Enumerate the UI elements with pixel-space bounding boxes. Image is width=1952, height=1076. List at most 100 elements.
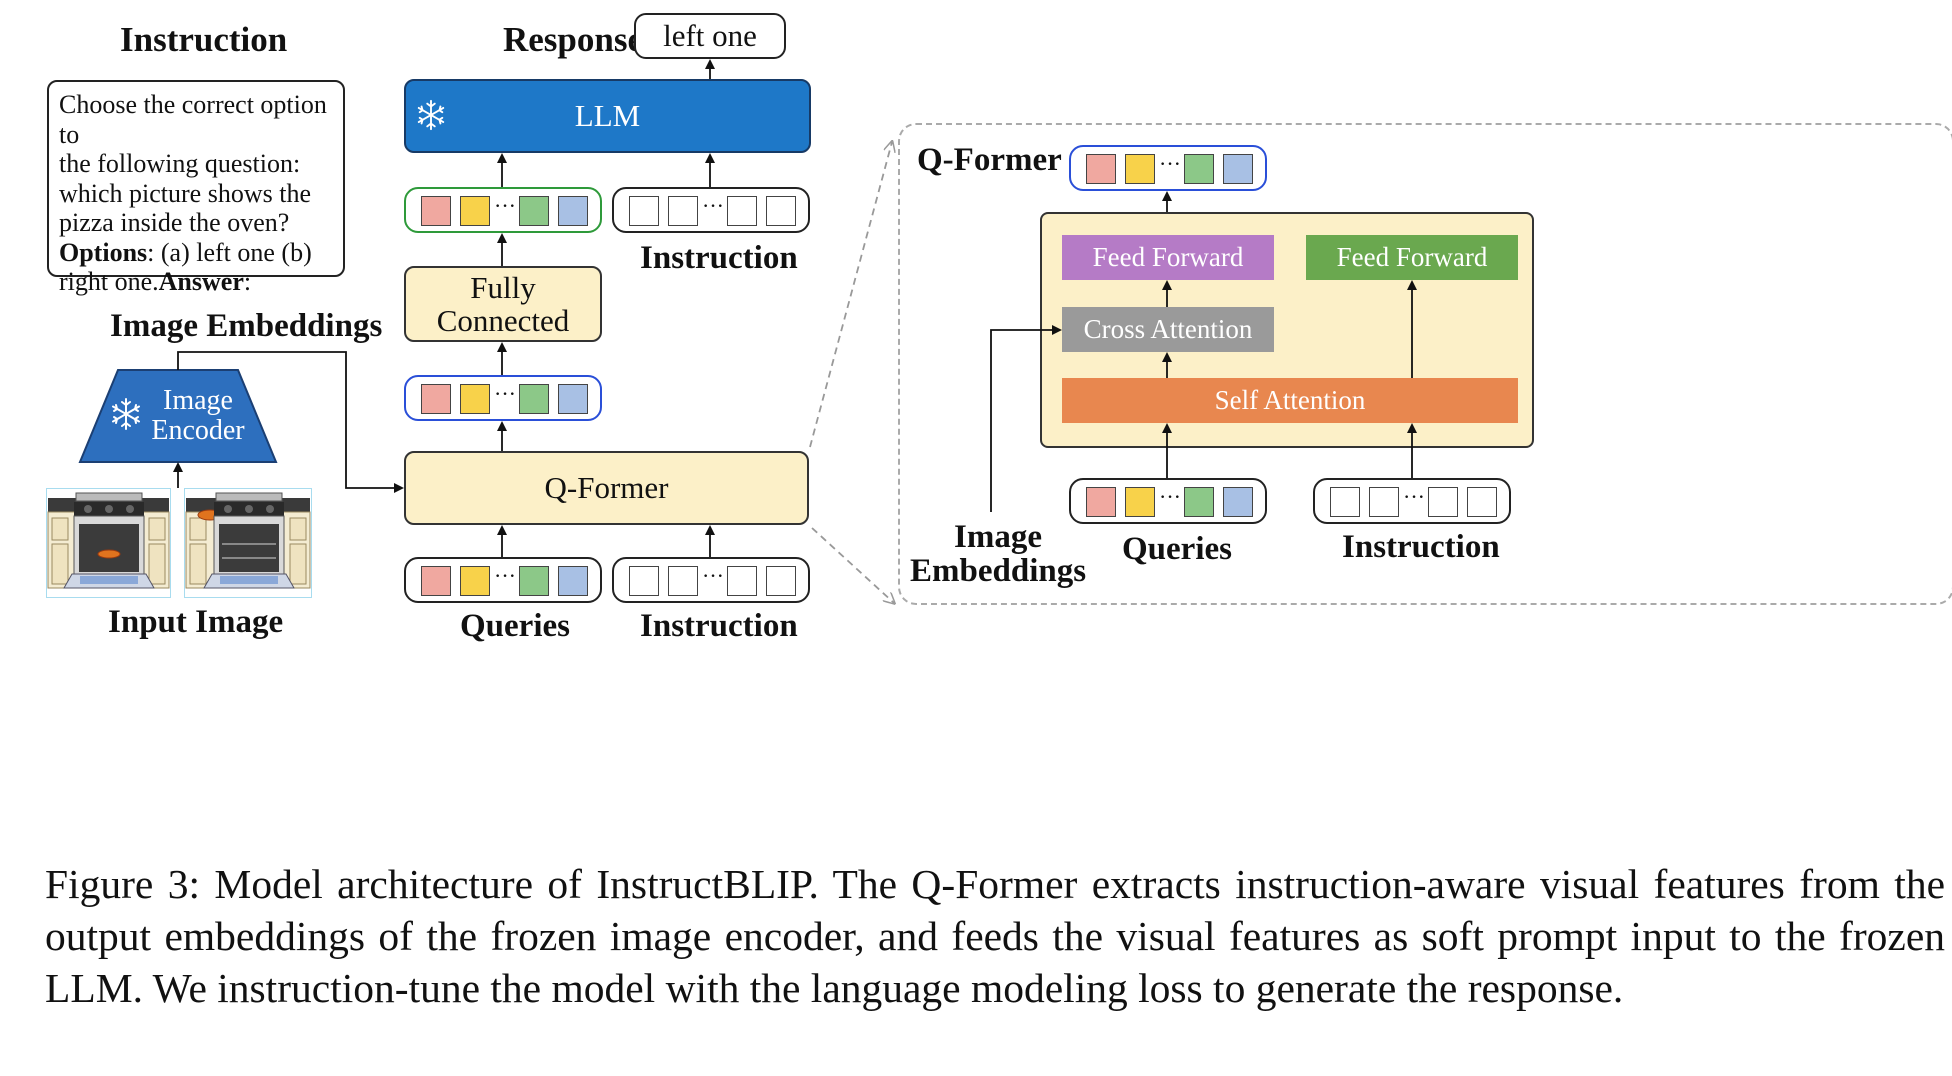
token-yellow xyxy=(460,196,490,226)
token-empty xyxy=(668,566,698,596)
token-red xyxy=(421,196,451,226)
token-empty xyxy=(629,196,659,226)
instruction-line: Options: (a) left one (b) xyxy=(59,238,343,268)
detail-output-tokens: ··· xyxy=(1069,145,1267,191)
options-text: : (a) left one (b) xyxy=(147,237,312,267)
token-empty xyxy=(1467,487,1497,517)
token-red xyxy=(1086,487,1116,517)
answer-colon: : xyxy=(243,267,252,296)
token-ellipsis: ··· xyxy=(494,563,516,588)
zoom-connector-bottom xyxy=(811,527,894,603)
instruction-tokens-llm: ··· xyxy=(612,187,810,233)
response-label: Response xyxy=(503,20,644,59)
token-empty xyxy=(766,196,796,226)
llm-block: LLM xyxy=(404,79,811,153)
feed-forward-left-label: Feed Forward xyxy=(1092,242,1244,272)
llm-snowflake xyxy=(414,98,448,132)
figure-caption: Figure 3: Model architecture of Instruct… xyxy=(45,861,1945,1011)
token-empty xyxy=(629,566,659,596)
token-empty xyxy=(1330,487,1360,517)
token-blue xyxy=(558,196,588,226)
self-attention-label: Self Attention xyxy=(1214,385,1366,415)
feed-forward-right-label: Feed Forward xyxy=(1336,242,1488,272)
response-value: left one xyxy=(663,18,757,53)
token-red xyxy=(421,566,451,596)
token-green xyxy=(519,384,549,414)
detail-image-embeddings-line: Image xyxy=(954,519,1043,555)
options-label: Options xyxy=(59,237,148,267)
detail-queries-tokens: ··· xyxy=(1069,478,1267,524)
qformer-block: Q-Former xyxy=(404,451,809,525)
response-output-box: left one xyxy=(634,13,786,59)
input-image-label: Input Image xyxy=(108,604,284,640)
token-green xyxy=(1184,487,1214,517)
instruction-bottom-label: Instruction xyxy=(640,608,798,644)
projected-query-tokens: ··· xyxy=(404,187,602,233)
fully-connected-line: Connected xyxy=(436,303,570,338)
instruction-mid-label: Instruction xyxy=(640,240,798,276)
input-image-right xyxy=(184,488,312,598)
detail-image-embeddings-label: Image Embeddings xyxy=(910,520,1086,588)
instruction-text-box: Choose the correct option to the followi… xyxy=(47,80,345,296)
instruction-line: the following question: xyxy=(59,149,301,178)
token-blue xyxy=(1223,154,1253,184)
token-empty xyxy=(727,196,757,226)
instruction-line-text: right one. xyxy=(59,267,159,296)
token-ellipsis: ··· xyxy=(702,193,724,218)
zoom-connector-top xyxy=(809,142,892,448)
qformer-detail-panel xyxy=(898,123,1952,605)
instruction-line: Choose the correct option to xyxy=(59,90,327,149)
detail-instruction-tokens: ··· xyxy=(1313,478,1511,524)
image-embeddings-label: Image Embeddings xyxy=(110,308,383,344)
snowflake-icon xyxy=(417,99,445,131)
llm-label: LLM xyxy=(574,98,641,133)
instruction-line: which picture shows the xyxy=(59,178,312,208)
qformer-detail-title: Q-Former xyxy=(917,142,1062,178)
input-image-left xyxy=(46,488,171,598)
token-yellow xyxy=(1125,487,1155,517)
feed-forward-right-block: Feed Forward xyxy=(1306,235,1518,280)
instruction-input-tokens: ··· xyxy=(612,557,810,603)
instruction-title: Instruction xyxy=(120,20,288,59)
token-ellipsis: ··· xyxy=(1403,484,1425,509)
detail-image-embeddings-line: Embeddings xyxy=(910,553,1087,589)
token-blue xyxy=(1223,487,1253,517)
detail-instruction-label: Instruction xyxy=(1342,529,1500,565)
token-ellipsis: ··· xyxy=(494,381,516,406)
qformer-label: Q-Former xyxy=(544,470,669,505)
instruction-line: pizza inside the oven? xyxy=(59,208,290,237)
queries-input-tokens: ··· xyxy=(404,557,602,603)
token-ellipsis: ··· xyxy=(702,563,724,588)
answer-label: Answer xyxy=(158,267,244,296)
token-ellipsis: ··· xyxy=(1159,151,1181,176)
token-green xyxy=(519,196,549,226)
token-empty xyxy=(766,566,796,596)
cross-attention-label: Cross Attention xyxy=(1083,314,1253,344)
token-red xyxy=(421,384,451,414)
token-empty xyxy=(668,196,698,226)
instruction-line: right one.Answer: xyxy=(59,267,343,297)
token-empty xyxy=(1369,487,1399,517)
image-encoder-label: Image Encoder xyxy=(148,386,248,446)
detail-queries-label: Queries xyxy=(1122,531,1232,567)
image-encoder-snowflake xyxy=(108,396,144,432)
token-blue xyxy=(558,566,588,596)
image-encoder-label-line: Encoder xyxy=(151,415,245,446)
token-yellow xyxy=(460,566,490,596)
token-green xyxy=(519,566,549,596)
qformer-output-tokens: ··· xyxy=(404,375,602,421)
token-green xyxy=(1184,154,1214,184)
queries-label: Queries xyxy=(460,608,570,644)
fully-connected-block: Fully Connected xyxy=(404,266,602,342)
token-empty xyxy=(1428,487,1458,517)
image-encoder-label-line: Image xyxy=(163,385,233,416)
snowflake-icon xyxy=(112,398,140,430)
self-attention-block: Self Attention xyxy=(1062,378,1518,423)
token-yellow xyxy=(1125,154,1155,184)
token-blue xyxy=(558,384,588,414)
token-red xyxy=(1086,154,1116,184)
token-empty xyxy=(727,566,757,596)
token-yellow xyxy=(460,384,490,414)
cross-attention-block: Cross Attention xyxy=(1062,307,1274,352)
token-ellipsis: ··· xyxy=(494,193,516,218)
